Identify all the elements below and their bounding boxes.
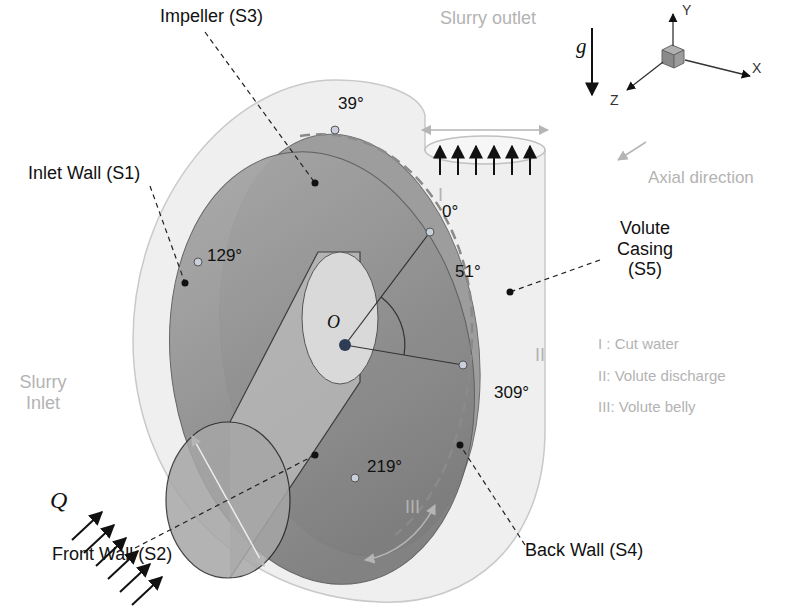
part-label: Back Wall (S4) [525, 540, 643, 561]
probe-point [331, 126, 339, 134]
part-label: Front Wall (S2) [52, 544, 172, 565]
flow-arrow [439, 146, 441, 175]
key-text: I : Cut water [598, 335, 679, 352]
axis-label: X [752, 60, 761, 76]
angle-arc [381, 297, 405, 355]
angle-label: 0° [442, 202, 458, 222]
axis-label: Z [610, 92, 619, 108]
diameter-arrow [192, 436, 264, 566]
part-label: Impeller (S3) [160, 6, 263, 27]
axis-label: Y [682, 2, 691, 18]
flow-arrow [120, 564, 150, 592]
leader-dot [507, 289, 514, 296]
flow-arrow [132, 577, 162, 605]
flow-rate-label: Q [50, 487, 67, 515]
y-axis [672, 14, 673, 46]
part-label: Inlet Wall (S1) [28, 163, 140, 184]
flow-label: Slurry Inlet [8, 372, 78, 413]
angle-label: 219° [367, 457, 402, 477]
leader-dot [312, 180, 319, 187]
outlet-flow-arrows [440, 146, 530, 175]
axis-note: Axial direction [648, 168, 754, 188]
probe-point [426, 228, 434, 236]
outlet-width-arrow [422, 129, 548, 131]
belly-arrow [365, 505, 435, 560]
flow-arrow [475, 146, 477, 175]
key-text: III: Volute belly [598, 398, 696, 415]
leader-line [460, 445, 525, 545]
leader-line [135, 455, 315, 548]
flow-arrow [457, 146, 459, 175]
flow-arrow [511, 146, 513, 175]
axis-cube [662, 50, 674, 68]
leader-line [150, 186, 185, 283]
angle-label: 51° [455, 262, 481, 282]
impeller-outline [300, 134, 472, 535]
center-point [339, 339, 351, 351]
angle-label: 309° [494, 383, 529, 403]
leader-dot [457, 442, 464, 449]
angle-label: 39° [338, 94, 364, 114]
axis-cube [674, 50, 684, 68]
flow-label: Slurry outlet [440, 8, 536, 29]
x-axis [685, 60, 750, 76]
front-wall-disk [136, 127, 507, 608]
hub-opening [302, 252, 378, 384]
angle-label: 129° [207, 246, 242, 266]
leader-line [205, 32, 315, 183]
outlet-pipe-top [425, 136, 545, 164]
region-label: I [438, 185, 443, 206]
z-axis [627, 62, 663, 90]
part-label: Volute Casing (S5) [600, 218, 690, 280]
gravity-arrow [591, 28, 593, 95]
probe-point [351, 474, 359, 482]
probe-point [194, 258, 202, 266]
axial-direction-arrow [618, 142, 646, 160]
leader-lines [135, 32, 600, 548]
angle-line [345, 232, 430, 345]
leader-dot [312, 452, 319, 459]
key-text: II: Volute discharge [598, 367, 726, 384]
origin-label: O [327, 312, 340, 333]
probe-point [459, 361, 467, 369]
flow-arrow [72, 512, 102, 540]
region-label: III [405, 497, 420, 518]
region-label: II [535, 345, 545, 366]
flow-arrow [493, 146, 495, 175]
inlet-face [166, 422, 290, 578]
gravity-label: g [576, 34, 587, 58]
leader-dot [182, 280, 189, 287]
leader-line [510, 260, 600, 292]
flow-arrow [529, 146, 531, 175]
